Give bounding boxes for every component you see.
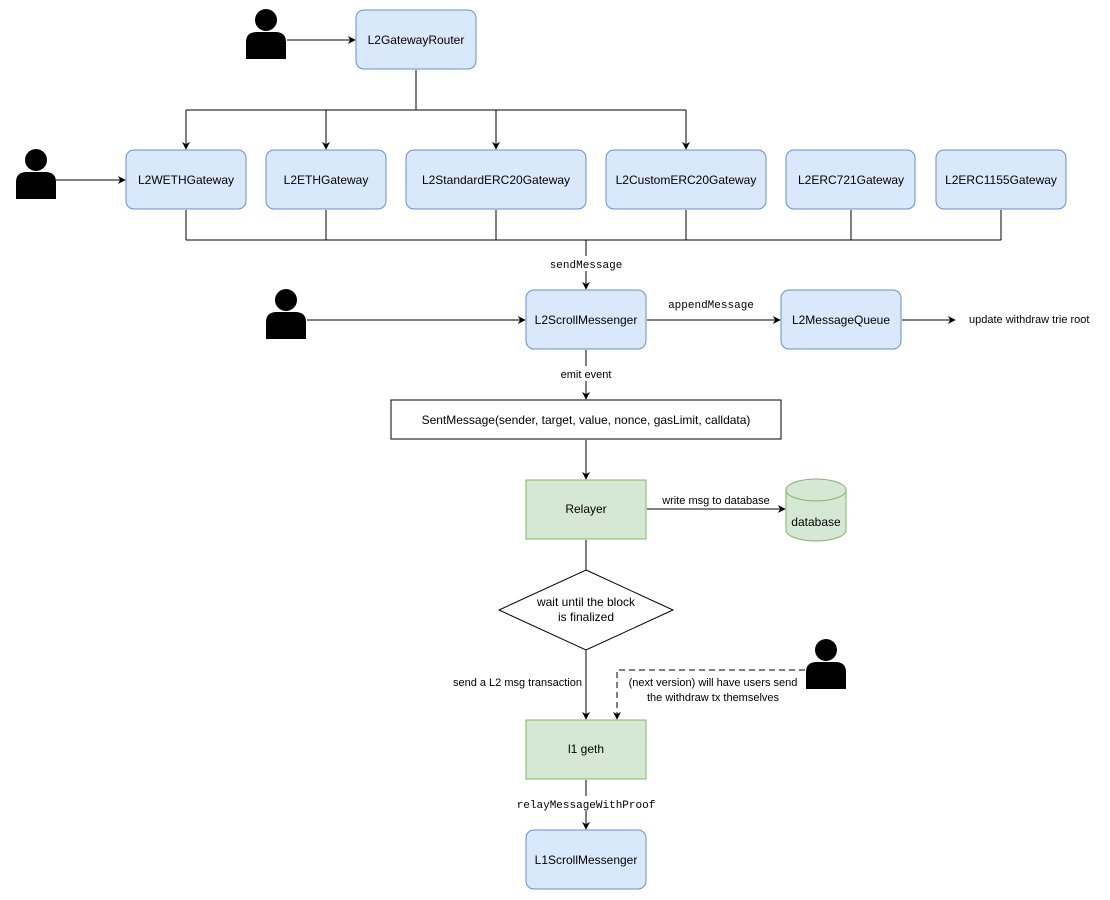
- node-l1-scroll-messenger: L1ScrollMessenger: [525, 829, 647, 890]
- node-label: L2MessageQueue: [792, 313, 890, 327]
- node-eth-gateway: L2ETHGateway: [265, 149, 387, 210]
- node-standard-erc20-gateway: L2StandardERC20Gateway: [405, 149, 587, 210]
- node-database: database: [785, 478, 847, 542]
- node-label: Relayer: [565, 502, 606, 516]
- node-message-queue: L2MessageQueue: [780, 289, 902, 350]
- edge-label-next-version-line1: (next version) will have users send: [629, 677, 798, 689]
- edge-label-next-version-line2: the withdraw tx themselves: [647, 692, 780, 704]
- node-label: L1ScrollMessenger: [535, 853, 638, 867]
- user-icon: [806, 639, 846, 689]
- user-icon: [266, 289, 306, 339]
- node-scroll-messenger: L2ScrollMessenger: [525, 289, 647, 350]
- node-label: L2CustomERC20Gateway: [616, 173, 757, 187]
- edge-label-relay-with-proof: relayMessageWithProof: [517, 800, 656, 812]
- node-label: L2StandardERC20Gateway: [422, 173, 570, 187]
- node-sent-message-event: SentMessage(sender, target, value, nonce…: [390, 399, 782, 440]
- node-label: L2WETHGateway: [138, 173, 234, 187]
- user-icon: [246, 9, 286, 59]
- edge-label-update-root: update withdraw trie root: [969, 314, 1089, 326]
- node-weth-gateway: L2WETHGateway: [125, 149, 247, 210]
- edge-user-dashed-to-geth: [613, 669, 805, 720]
- node-label: L2ETHGateway: [284, 173, 369, 187]
- node-label: database: [791, 515, 841, 529]
- node-label-line1: wait until the block: [536, 595, 636, 609]
- node-erc721-gateway: L2ERC721Gateway: [785, 149, 916, 210]
- node-gateway-router: L2GatewayRouter: [355, 9, 477, 70]
- edge-label-send-l2-tx: send a L2 msg transaction: [453, 677, 582, 689]
- edge-label-emit-event: emit event: [561, 369, 612, 381]
- user-icon: [16, 149, 56, 199]
- edge-label-send-message: sendMessage: [550, 260, 623, 272]
- edges: [56, 36, 1002, 830]
- node-l1-geth: l1 geth: [525, 719, 647, 780]
- node-erc1155-gateway: L2ERC1155Gateway: [935, 149, 1067, 210]
- edge-label-append-message: appendMessage: [668, 300, 754, 312]
- edge-label-write-db: write msg to database: [661, 495, 770, 507]
- node-label: L2ERC721Gateway: [798, 173, 904, 187]
- node-custom-erc20-gateway: L2CustomERC20Gateway: [605, 149, 767, 210]
- node-label: L2GatewayRouter: [368, 33, 465, 47]
- node-label-line2: is finalized: [558, 610, 614, 624]
- node-label: SentMessage(sender, target, value, nonce…: [422, 413, 751, 427]
- edge-labels: sendMessage appendMessage update withdra…: [453, 256, 1089, 812]
- node-relayer: Relayer: [525, 479, 647, 540]
- node-label: l1 geth: [568, 742, 604, 756]
- node-label: L2ERC1155Gateway: [945, 173, 1057, 187]
- node-label: L2ScrollMessenger: [535, 313, 638, 327]
- node-finalize-decision: wait until the block is finalized: [497, 569, 675, 651]
